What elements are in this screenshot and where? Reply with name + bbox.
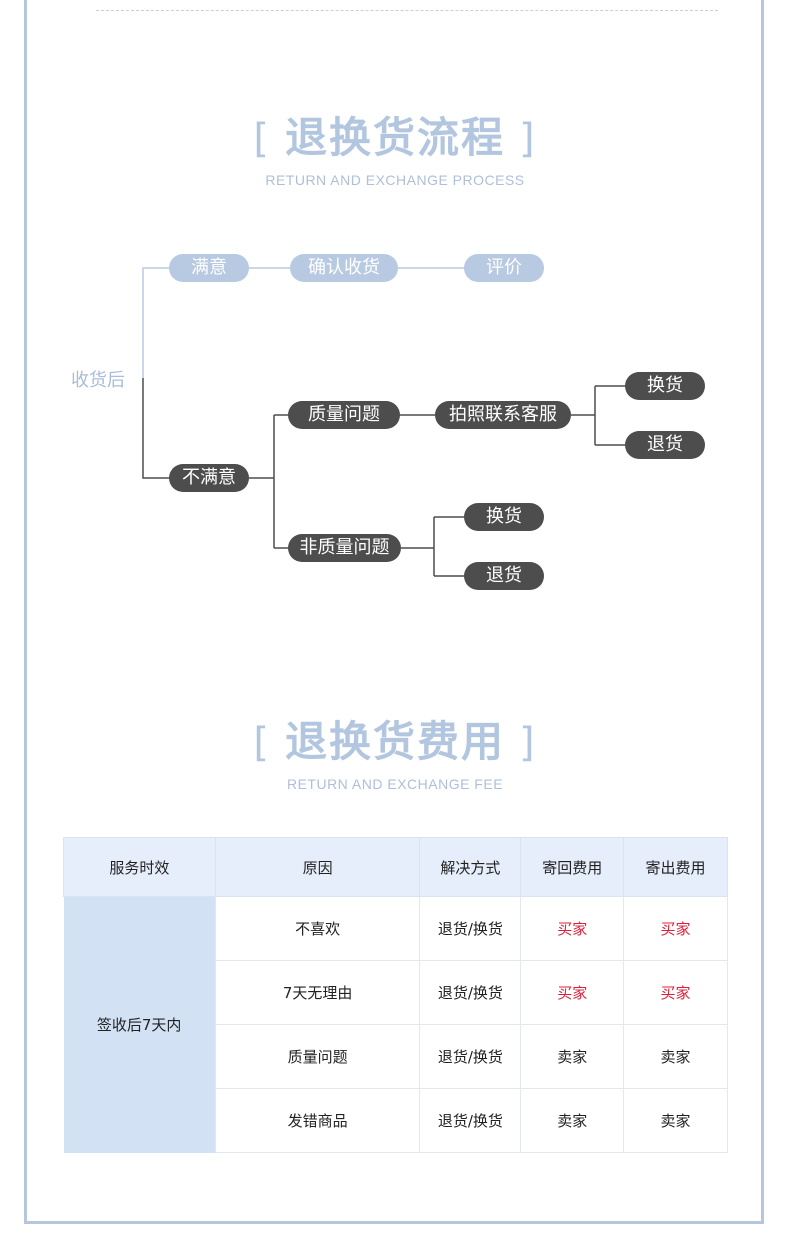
flow-connectors (142, 267, 626, 577)
solution-cell: 退货/换货 (419, 960, 522, 1025)
header-service-period: 服务时效 (63, 837, 216, 897)
connector-unsatisfied-split (248, 414, 289, 549)
node-non-quality-issue: 非质量问题 (288, 534, 401, 562)
return-fee-cell: 买家 (520, 960, 625, 1025)
return-fee-cell: 卖家 (520, 1088, 625, 1153)
connector-satisfied (142, 267, 170, 378)
connector-nonquality-options (401, 516, 465, 577)
fee-title: [ 退换货费用] (0, 708, 790, 769)
table-row: 质量问题 退货/换货 卖家 卖家 (64, 1024, 728, 1089)
fee-subtitle: RETURN AND EXCHANGE FEE (286, 776, 504, 792)
solution-cell: 退货/换货 (419, 896, 522, 961)
node-unsatisfied: 不满意 (169, 464, 249, 492)
reason-cell: 质量问题 (214, 1024, 421, 1089)
solution-cell: 退货/换货 (419, 1024, 522, 1089)
bracket-right: ] (519, 116, 537, 162)
node-satisfied: 满意 (169, 254, 249, 282)
connector-quality-options (571, 385, 626, 446)
node-quality-return: 退货 (625, 431, 705, 459)
root-received: 收货后 (71, 370, 125, 391)
solution-cell: 退货/换货 (419, 1088, 522, 1153)
bracket-left: [ (253, 720, 271, 766)
header-return-fee: 寄回费用 (520, 837, 625, 897)
fee-title-text: 退换货费用 (284, 717, 505, 766)
process-subtitle: RETURN AND EXCHANGE PROCESS (265, 172, 525, 188)
node-contact-service: 拍照联系客服 (435, 401, 571, 429)
node-review: 评价 (464, 254, 544, 282)
table-row: 发错商品 退货/换货 卖家 卖家 (64, 1088, 728, 1153)
fee-table: 服务时效 原因 解决方式 寄回费用 寄出费用 签收后7天内 不喜欢 退货/换货 … (63, 837, 728, 1153)
header-solution: 解决方式 (419, 837, 522, 897)
node-quality-issue: 质量问题 (288, 401, 400, 429)
service-period-cell: 签收后7天内 (63, 896, 216, 1153)
process-title-text: 退换货流程 (284, 113, 505, 162)
return-fee-cell: 卖家 (520, 1024, 625, 1089)
reason-cell: 不喜欢 (214, 896, 421, 961)
node-confirm-receipt: 确认收货 (290, 254, 398, 282)
node-nonquality-exchange: 换货 (464, 503, 544, 531)
send-fee-cell: 买家 (623, 960, 728, 1025)
send-fee-cell: 卖家 (623, 1024, 728, 1089)
node-nonquality-return: 退货 (464, 562, 544, 590)
table-header-row: 服务时效 原因 解决方式 寄回费用 寄出费用 (63, 837, 728, 897)
node-quality-exchange: 换货 (625, 372, 705, 400)
page-frame (24, 0, 764, 1224)
table-row: 签收后7天内 不喜欢 退货/换货 买家 买家 (63, 896, 728, 1153)
send-fee-cell: 买家 (623, 896, 728, 961)
bracket-left: [ (253, 116, 271, 162)
header-send-fee: 寄出费用 (623, 837, 728, 897)
table-row: 7天无理由 退货/换货 买家 买家 (64, 960, 728, 1025)
connector-unsatisfied (142, 378, 170, 479)
return-fee-cell: 买家 (520, 896, 625, 961)
header-reason: 原因 (214, 837, 421, 897)
process-title: [ 退换货流程] (0, 104, 790, 165)
bracket-right: ] (519, 720, 537, 766)
top-divider (96, 10, 718, 11)
reason-cell: 发错商品 (214, 1088, 421, 1153)
send-fee-cell: 卖家 (623, 1088, 728, 1153)
reason-cell: 7天无理由 (214, 960, 421, 1025)
